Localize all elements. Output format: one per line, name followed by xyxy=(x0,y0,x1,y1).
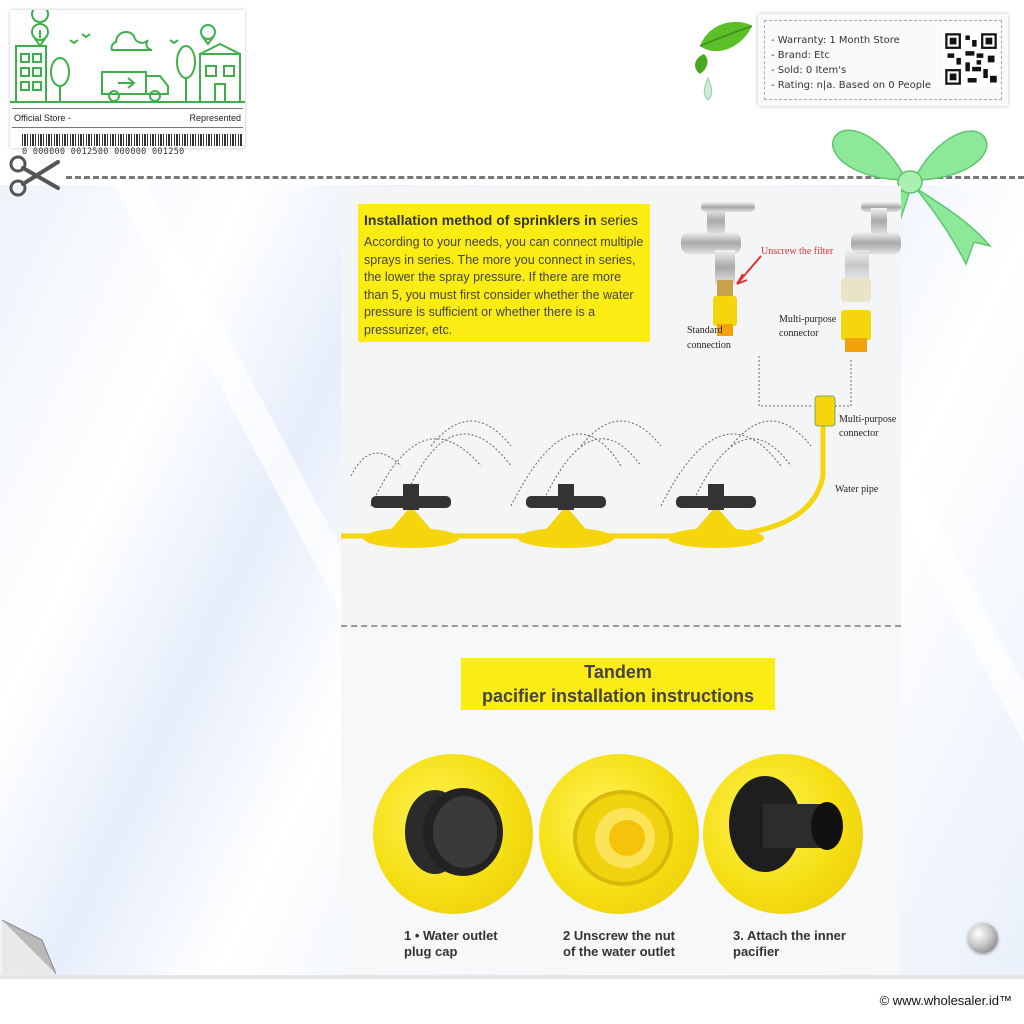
label-water-pipe: Water pipe xyxy=(835,484,879,495)
step2-image xyxy=(539,754,699,914)
step1-caption-line2: plug cap xyxy=(404,944,458,959)
product-info-box: - Warranty: 1 Month Store - Brand: Etc -… xyxy=(758,14,1008,106)
label-standard-1: Standard xyxy=(687,325,723,336)
faucet-illustration xyxy=(681,202,901,352)
step3-caption: 3. Attach the inner pacifier xyxy=(733,928,846,960)
sold-text: - Sold: 0 Item's xyxy=(771,65,847,76)
product-image-panel: Installation method of sprinklers in ser… xyxy=(341,186,901,974)
info-lines: - Warranty: 1 Month Store - Brand: Etc -… xyxy=(771,33,931,93)
label-unscrew-filter: Unscrew the filter xyxy=(761,246,834,257)
qr-code xyxy=(943,31,999,87)
step2-caption-line1: 2 Unscrew the nut xyxy=(563,928,675,943)
label-standard-2: connection xyxy=(687,340,731,351)
water-outlet-icon xyxy=(573,790,673,886)
step1-caption-line1: 1 • Water outlet xyxy=(404,928,498,943)
scroll-top-button[interactable] xyxy=(968,923,998,953)
step3-caption-line2: pacifier xyxy=(733,944,780,959)
plug-cap-icon xyxy=(405,788,503,876)
inner-pacifier-icon xyxy=(729,776,843,872)
city-illustration xyxy=(10,10,245,103)
barcode-digits: 0 000000 0012500 000000 001250 xyxy=(22,147,185,157)
step3-caption-line1: 3. Attach the inner xyxy=(733,928,846,943)
callout-text: According to your needs, you can connect… xyxy=(364,235,644,337)
sprinkler-diagram xyxy=(341,356,852,548)
callout-title-main: Installation method of sprinklers in xyxy=(364,212,597,228)
warranty-text: - Warranty: 1 Month Store xyxy=(771,35,900,46)
barcode xyxy=(22,134,242,146)
callout-title-end: series xyxy=(596,212,638,228)
label-multi-purpose-2b: connector xyxy=(839,428,879,439)
brand-text: - Brand: Etc xyxy=(771,50,830,61)
step1-caption: 1 • Water outlet plug cap xyxy=(404,928,498,960)
store-card: Official Store - Represented 0 000000 00… xyxy=(10,10,245,157)
tandem-title-line2: pacifier installation instructions xyxy=(481,686,755,706)
page-curl-icon xyxy=(2,920,56,974)
tandem-title-box: Tandem pacifier installation instruction… xyxy=(461,658,775,710)
step1-image xyxy=(373,754,533,914)
scissors-icon xyxy=(9,155,60,197)
cut-line xyxy=(66,176,1024,179)
footer-copyright: © www.wholesaler.id™ xyxy=(879,993,1012,1008)
step2-caption: 2 Unscrew the nut of the water outlet xyxy=(563,928,675,960)
callout-title: Installation method of sprinklers in ser… xyxy=(364,212,638,228)
store-type-label: Official Store - xyxy=(14,113,71,123)
info-box-border: - Warranty: 1 Month Store - Brand: Etc -… xyxy=(764,20,1002,100)
store-label-row: Official Store - Represented xyxy=(12,108,243,128)
section-divider xyxy=(341,625,901,627)
bottom-band xyxy=(0,975,1024,979)
step2-caption-line2: of the water outlet xyxy=(563,944,675,959)
label-multi-purpose-2a: Multi-purpose xyxy=(839,414,897,425)
rating-text: - Rating: n|a. Based on 0 People xyxy=(771,80,932,91)
tandem-title-line1: Tandem xyxy=(584,662,652,682)
label-multi-purpose-1b: connector xyxy=(779,328,819,339)
step3-image xyxy=(703,754,863,914)
label-multi-purpose-1a: Multi-purpose xyxy=(779,314,837,325)
installation-callout: Installation method of sprinklers in ser… xyxy=(358,204,650,342)
leaf-icon xyxy=(695,21,753,101)
store-status-label: Represented xyxy=(189,113,241,123)
